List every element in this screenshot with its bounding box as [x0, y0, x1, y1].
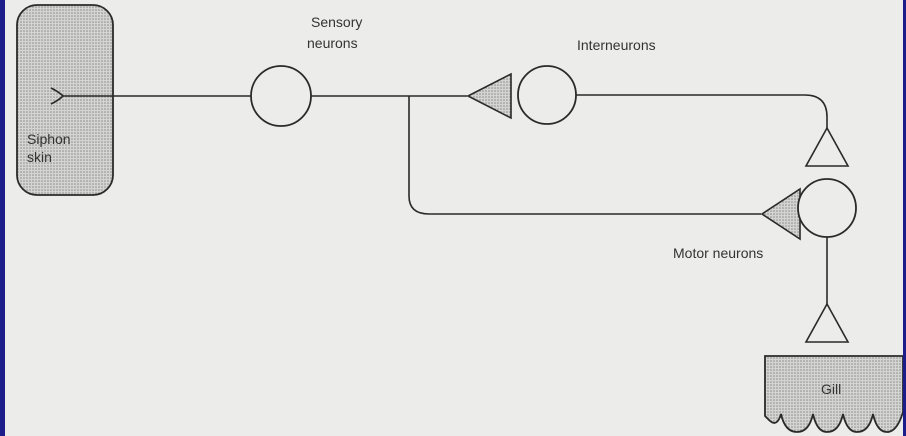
sensory-interneuron-synapse: [466, 72, 512, 120]
reflex-circuit-diagram: Siphon skin Sensory neurons Interneurons…: [16, 4, 903, 433]
motor-neuron-soma: [797, 178, 857, 238]
interneuron-soma: [517, 65, 577, 125]
sensory-neuron-soma: [250, 65, 312, 127]
sensory-label-line2: neurons: [307, 35, 358, 51]
siphon-label-line2: skin: [27, 149, 52, 165]
sensory-axon-branch-to-motor: [408, 96, 761, 215]
siphon-skin-box: [16, 4, 114, 196]
sensory-motor-synapse: [760, 187, 801, 241]
interneuron-axon: [576, 94, 828, 128]
interneurons-label: Interneurons: [577, 37, 656, 53]
gill-label: Gill: [821, 381, 841, 397]
interneuron-motor-synapse: [804, 126, 850, 167]
motor-gill-synapse: [804, 302, 850, 343]
sensory-label-line1: Sensory: [311, 14, 362, 30]
diagram-canvas: Siphon skin Sensory neurons Interneurons…: [5, 0, 903, 436]
motor-neurons-label: Motor neurons: [673, 245, 763, 261]
gill-box: [764, 355, 903, 433]
siphon-label-line1: Siphon: [27, 131, 71, 147]
